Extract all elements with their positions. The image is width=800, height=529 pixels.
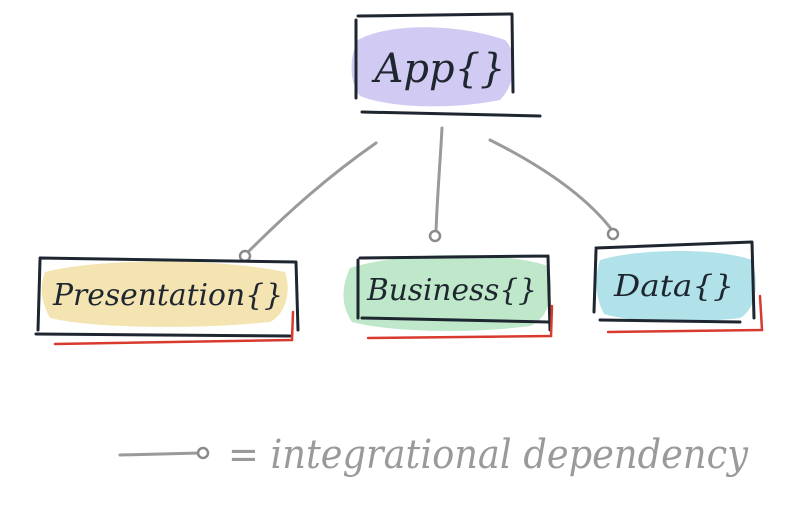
edge-app-presentation bbox=[244, 141, 378, 256]
node-presentation-accent bbox=[53, 310, 295, 346]
node-presentation: Presentation{} bbox=[34, 256, 300, 346]
node-business-border bbox=[356, 254, 552, 332]
node-data-border bbox=[592, 240, 756, 324]
node-data-highlight bbox=[596, 251, 756, 322]
node-app-border bbox=[354, 12, 542, 118]
edge-app-presentation-end-icon bbox=[238, 249, 252, 263]
legend-connector-line bbox=[118, 451, 202, 457]
edge-app-data-end-icon bbox=[606, 227, 620, 241]
node-presentation-label: Presentation{} bbox=[52, 278, 283, 313]
node-presentation-highlight bbox=[41, 261, 288, 327]
node-business-highlight bbox=[343, 254, 551, 331]
legend: = integrational dependency bbox=[118, 432, 749, 478]
node-data: Data{} bbox=[592, 240, 764, 334]
legend-connector-end-icon bbox=[196, 446, 210, 460]
edge-app-business-end-icon bbox=[428, 229, 442, 243]
legend-label: = integrational dependency bbox=[228, 432, 749, 478]
node-presentation-border bbox=[34, 256, 300, 338]
node-app: App{} bbox=[351, 12, 542, 118]
node-business-accent bbox=[366, 304, 554, 340]
edge-app-data bbox=[488, 138, 614, 232]
node-app-highlight bbox=[351, 27, 515, 107]
node-business-label: Business{} bbox=[366, 273, 537, 308]
node-data-accent bbox=[606, 294, 764, 334]
node-business: Business{} bbox=[343, 254, 554, 340]
node-app-label: App{} bbox=[371, 46, 506, 92]
edge-app-business bbox=[434, 126, 444, 234]
node-data-label: Data{} bbox=[613, 269, 734, 304]
edges bbox=[238, 126, 620, 263]
